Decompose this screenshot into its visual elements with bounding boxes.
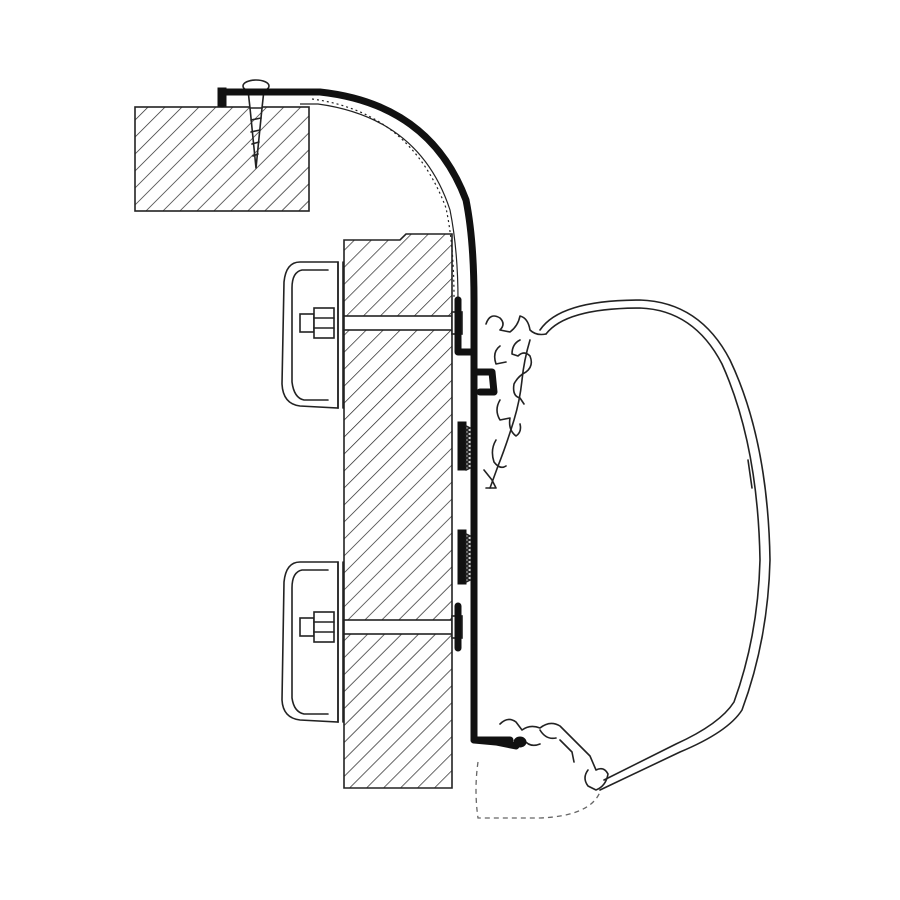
profile-liner [300,103,459,301]
lower-rail-fastener [513,736,527,748]
upper-bolt [299,307,463,339]
profile-lower-bend [454,602,520,750]
wall-block [343,233,453,789]
hidden-outline [475,761,601,819]
upper-teeth [457,421,471,471]
awning-cassette-inner [545,307,761,781]
profile-liner-hatch [311,98,455,299]
cassette-upper-rail [483,315,547,489]
cassette-lower-rail [499,718,609,791]
upper-clamp-bracket [281,261,344,409]
cassette-seam [747,459,753,489]
profile-upper-hook [454,296,498,396]
roof-timber-block [134,106,310,212]
lower-clamp-bracket [281,561,344,723]
awning-cassette-outer [539,299,771,791]
cassette-hanging-arm [489,339,531,489]
lower-teeth [457,529,471,585]
profile-end-cap [217,87,227,107]
